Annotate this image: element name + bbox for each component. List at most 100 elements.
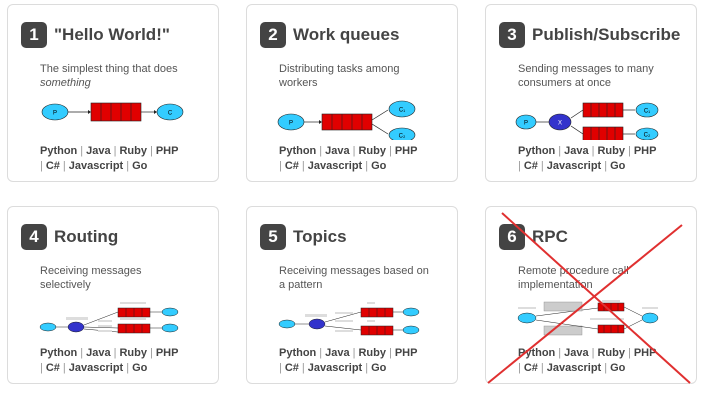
lang-ruby[interactable]: Ruby	[597, 347, 625, 359]
lang-php[interactable]: PHP	[394, 347, 418, 359]
consumer-node-2	[388, 127, 416, 140]
consumer-label-1: C₁	[644, 109, 650, 115]
queue-1	[117, 307, 151, 318]
topics-diagram	[278, 302, 420, 336]
producer-label: P	[524, 121, 528, 127]
lang-php[interactable]: PHP	[155, 347, 179, 359]
routing-diagram	[39, 302, 179, 334]
lang-php[interactable]: PHP	[633, 145, 657, 157]
tutorial-description: Receiving messages selectively	[40, 264, 210, 292]
tutorial-card-6[interactable]: 6 RPC Remote procedure call implementati…	[485, 206, 697, 384]
tutorial-title[interactable]: Publish/Subscribe	[532, 25, 681, 44]
description-line: selectively	[40, 279, 91, 291]
lang-csharp[interactable]: C#	[523, 362, 538, 374]
lang-javascript[interactable]: Javascript	[546, 362, 602, 374]
tutorial-title[interactable]: Routing	[54, 227, 119, 246]
lang-go[interactable]: Go	[371, 160, 387, 172]
tutorial-title[interactable]: "Hello World!"	[54, 25, 170, 44]
card-header: 6 RPC	[499, 224, 568, 250]
request-queue	[597, 302, 625, 312]
lang-javascript[interactable]: Javascript	[68, 362, 124, 374]
tutorial-title[interactable]: Work queues	[293, 25, 400, 44]
language-links: Python|Java|Ruby|PHP|C#|Javascript|Go	[40, 347, 179, 374]
lang-python[interactable]: Python	[40, 145, 78, 157]
lang-java[interactable]: Java	[86, 347, 111, 359]
consumer-node-1	[635, 102, 659, 118]
lang-python[interactable]: Python	[40, 347, 78, 359]
lang-java[interactable]: Java	[86, 145, 111, 157]
card-header: 3 Publish/Subscribe	[499, 22, 680, 48]
description-line: consumers at once	[518, 77, 611, 89]
tutorial-description: Remote procedure call implementation	[518, 264, 688, 292]
lang-javascript[interactable]: Javascript	[546, 160, 602, 172]
lang-ruby[interactable]: Ruby	[597, 145, 625, 157]
queue-1	[582, 102, 624, 118]
exchange-node	[308, 318, 326, 330]
consumer-label: C	[168, 111, 173, 117]
tutorial-card-5[interactable]: 5 Topics Receiving messages based on a p…	[246, 206, 458, 384]
lang-php[interactable]: PHP	[394, 145, 418, 157]
consumer-node-2	[635, 127, 659, 140]
lang-go[interactable]: Go	[610, 362, 626, 374]
description-line: Sending messages to many	[518, 63, 654, 75]
lang-ruby[interactable]: Ruby	[358, 145, 386, 157]
lang-python[interactable]: Python	[279, 145, 317, 157]
consumer-node-1	[161, 307, 179, 317]
tutorial-number: 6	[499, 224, 525, 250]
tutorial-title[interactable]: Topics	[293, 227, 347, 246]
card-header: 1 "Hello World!"	[21, 22, 170, 48]
lang-csharp[interactable]: C#	[523, 160, 538, 172]
queue	[90, 102, 142, 122]
lang-csharp[interactable]: C#	[284, 362, 299, 374]
exchange-node	[548, 113, 572, 131]
description-line: Remote procedure call	[518, 265, 629, 277]
tutorial-number: 2	[260, 22, 286, 48]
lang-python[interactable]: Python	[279, 347, 317, 359]
lang-go[interactable]: Go	[371, 362, 387, 374]
lang-csharp[interactable]: C#	[45, 362, 60, 374]
consumer-label-2: C₂	[399, 134, 406, 140]
lang-java[interactable]: Java	[325, 145, 350, 157]
tutorial-card-3[interactable]: 3 Publish/Subscribe Sending messages to …	[485, 4, 697, 182]
lang-javascript[interactable]: Javascript	[68, 160, 124, 172]
lang-go[interactable]: Go	[132, 362, 148, 374]
lang-java[interactable]: Java	[564, 347, 589, 359]
consumer-label-2: C₂	[644, 133, 651, 139]
lang-java[interactable]: Java	[564, 145, 589, 157]
queue-1	[360, 307, 394, 318]
lang-python[interactable]: Python	[518, 145, 556, 157]
lang-python[interactable]: Python	[518, 347, 556, 359]
consumer-node-2	[161, 323, 179, 333]
reply-queue	[597, 324, 625, 334]
lang-javascript[interactable]: Javascript	[307, 160, 363, 172]
lang-ruby[interactable]: Ruby	[358, 347, 386, 359]
lang-java[interactable]: Java	[325, 347, 350, 359]
lang-go[interactable]: Go	[132, 160, 148, 172]
consumer-node-2	[402, 325, 420, 335]
lang-javascript[interactable]: Javascript	[307, 362, 363, 374]
language-links: Python|Java|Ruby|PHP|C#|Javascript|Go	[40, 145, 179, 172]
language-links: Python|Java|Ruby|PHP|C#|Javascript|Go	[279, 145, 418, 172]
exchange-node	[67, 321, 85, 333]
language-links: Python|Java|Ruby|PHP|C#|Javascript|Go	[518, 145, 657, 172]
publish-subscribe-diagram: P X C₁ C₂	[515, 102, 659, 140]
tutorial-card-4[interactable]: 4 Routing Receiving messages selectively	[7, 206, 219, 384]
description-line: Receiving messages based on	[279, 265, 429, 277]
tutorial-title[interactable]: RPC	[532, 227, 568, 246]
lang-csharp[interactable]: C#	[284, 160, 299, 172]
rpc-diagram	[517, 300, 659, 336]
lang-csharp[interactable]: C#	[45, 160, 60, 172]
consumer-node-1	[402, 307, 420, 317]
producer-label: P	[53, 111, 57, 117]
lang-php[interactable]: PHP	[633, 347, 657, 359]
lang-go[interactable]: Go	[610, 160, 626, 172]
lang-ruby[interactable]: Ruby	[119, 347, 147, 359]
tutorial-card-1[interactable]: 1 "Hello World!" The simplest thing that…	[7, 4, 219, 182]
producer-node	[39, 322, 57, 332]
tutorial-card-2[interactable]: 2 Work queues Distributing tasks among w…	[246, 4, 458, 182]
queue-2	[582, 126, 624, 140]
lang-ruby[interactable]: Ruby	[119, 145, 147, 157]
work-queues-diagram: P C₁ C₂	[277, 100, 416, 140]
description-line: a pattern	[279, 279, 323, 291]
lang-php[interactable]: PHP	[155, 145, 179, 157]
